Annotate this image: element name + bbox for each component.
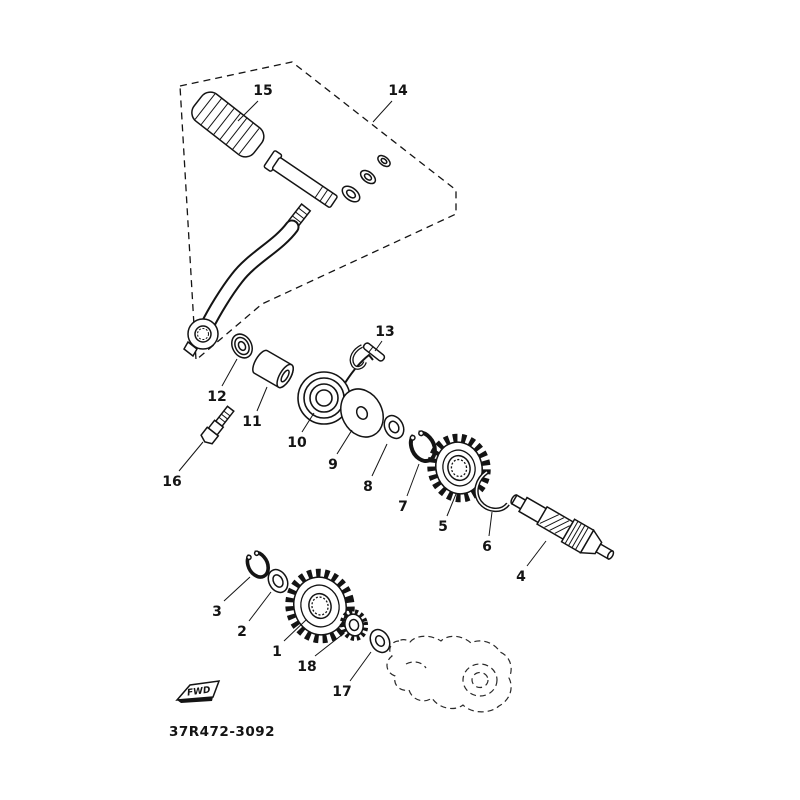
fwd-label: FWD [187,685,212,698]
part-number-5: 5 [438,519,448,535]
leader-line-14 [372,100,393,123]
part-number-11: 11 [242,414,261,430]
plain-washer-2 [267,568,289,594]
leader-line-8 [371,443,388,477]
leader-line-11 [256,386,268,412]
leader-line-12 [221,358,238,387]
plain-washer-8 [383,414,405,440]
kick-idle-gear [427,433,491,503]
leader-line-15 [237,100,259,122]
part-number-17: 17 [332,684,351,700]
part-number-18: 18 [297,659,316,675]
oil-seal-ring [231,333,253,359]
part-number-16: 16 [162,474,181,490]
leader-line-9 [336,429,353,455]
pedal-assembly-boundary [179,61,457,362]
spring-cover-washer [340,388,384,438]
leader-line-17 [349,651,372,682]
kick-lever [183,203,312,358]
leader-line-16 [178,441,204,472]
leader-line-6 [488,511,493,537]
kick-gear-clip [474,470,510,512]
leader-line-7 [406,463,420,497]
leader-line-3 [223,576,251,602]
leader-line-13 [374,340,383,352]
pedal-pin [263,150,338,208]
part-number-3: 3 [212,604,222,620]
part-number-8: 8 [363,479,373,495]
kick-axle [510,494,615,560]
part-number-6: 6 [482,539,492,555]
fwd-marker: FWD [175,680,221,703]
ratchet-wheel [339,609,369,641]
kick-gear [285,568,355,644]
circlip-3 [245,550,270,579]
spring-guide-pin [349,342,386,370]
spacer-bushing [252,349,294,389]
kick-pedal-rubber [191,91,265,158]
leader-line-18 [314,633,344,657]
part-number-15: 15 [253,83,272,99]
leader-line-10 [301,412,315,433]
pinch-bolt [200,405,235,445]
part-number-14: 14 [388,83,408,99]
part-number-4: 4 [516,569,526,585]
leader-line-1 [283,619,307,642]
leader-line-4 [526,540,547,567]
part-number-9: 9 [328,457,338,473]
plain-washer-17 [369,628,391,654]
part-number-10: 10 [287,435,307,451]
crankcase-ghost-outline [386,635,512,713]
pedal-pivot-washers [341,154,391,203]
diagram-code: 37R472-3092 [169,724,275,740]
part-number-2: 2 [237,624,247,640]
part-number-1: 1 [272,644,282,660]
part-number-13: 13 [375,324,394,340]
leader-line-5 [446,493,457,517]
leader-line-2 [248,591,272,622]
part-number-7: 7 [398,499,408,515]
part-number-12: 12 [207,389,226,405]
